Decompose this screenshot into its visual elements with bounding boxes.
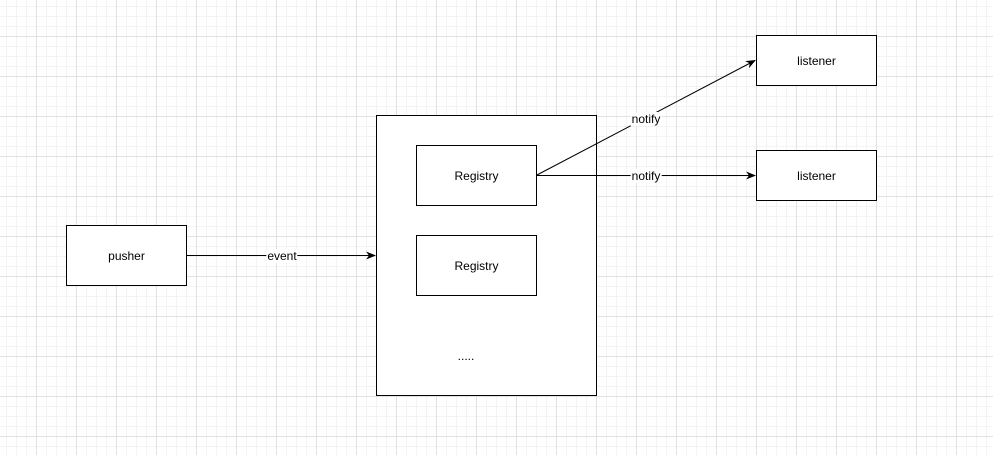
notify-edge-label-upper: notify	[630, 112, 662, 126]
listener-node-1[interactable]: listener	[756, 35, 877, 86]
listener-label-1: listener	[797, 53, 836, 68]
pusher-node[interactable]: pusher	[66, 225, 187, 286]
registry-label-2: Registry	[454, 258, 499, 273]
registry-node-2[interactable]: Registry	[416, 235, 537, 296]
notify-edge-label-lower: notify	[630, 169, 662, 183]
listener-node-2[interactable]: listener	[756, 150, 877, 201]
pusher-label: pusher	[108, 248, 145, 263]
registry-label-1: Registry	[454, 168, 499, 183]
more-registries-ellipsis: .....	[457, 349, 475, 363]
event-edge-label: event	[266, 249, 298, 263]
registry-node-1[interactable]: Registry	[416, 145, 537, 206]
listener-label-2: listener	[797, 168, 836, 183]
